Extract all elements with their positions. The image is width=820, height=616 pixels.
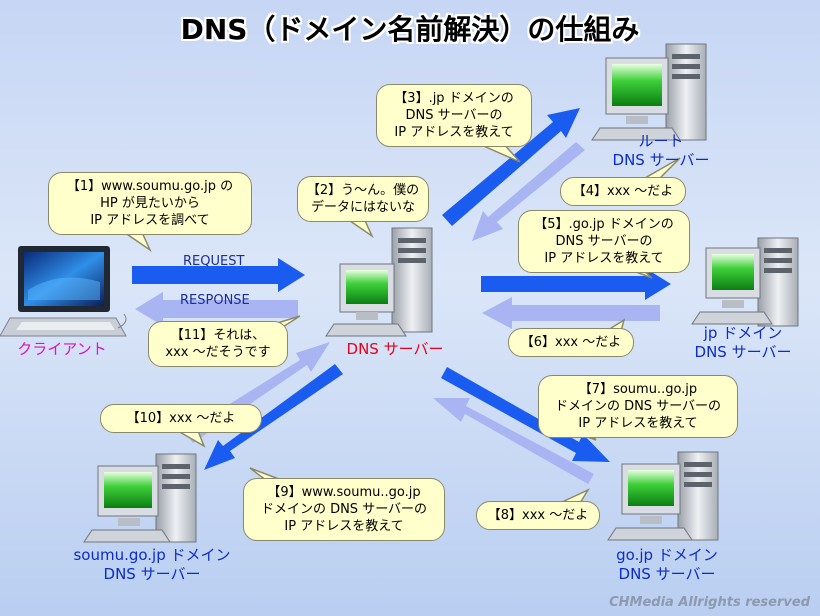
root-server-icon [591, 43, 707, 141]
reply-arrow-root [472, 142, 585, 241]
dns-server-label: DNS サーバー [346, 340, 444, 358]
response-arrow [135, 292, 298, 326]
request-arrow [132, 258, 305, 292]
page-title: DNS（ドメイン名前解決）の仕組み [180, 13, 640, 46]
query-arrow-root [442, 108, 580, 226]
jp-server-icon [691, 237, 799, 327]
dns-server-icon [325, 227, 433, 337]
reply-arrow-gojp [433, 398, 594, 484]
copyright-notice: CHMedia Allrights reserved [609, 595, 810, 610]
response-label: RESPONSE [180, 293, 250, 308]
query-arrow-soumu [204, 364, 343, 470]
client-laptop-icon [0, 246, 127, 337]
query-arrow-jp [481, 268, 671, 300]
query-arrow-gojp [441, 367, 610, 462]
request-label: REQUEST [183, 254, 245, 269]
client-label: クライアント [17, 340, 107, 358]
bubble-step-2: 【2】う〜ん。僕のデータにはないな [297, 176, 429, 222]
bubble-step-8: 【8】xxx 〜だよ [476, 501, 600, 530]
reply-arrow-jp [482, 297, 660, 329]
gojp-server-icon [607, 451, 719, 541]
bubble-step-4: 【4】xxx 〜だよ [560, 177, 686, 206]
soumu-server-icon [83, 453, 197, 543]
bubble-step-10: 【10】xxx 〜だよ [100, 404, 262, 433]
bubble-step-11: 【11】それは、xxx 〜だそうです [148, 321, 288, 367]
bubble-step-6: 【6】xxx 〜だよ [508, 328, 634, 357]
